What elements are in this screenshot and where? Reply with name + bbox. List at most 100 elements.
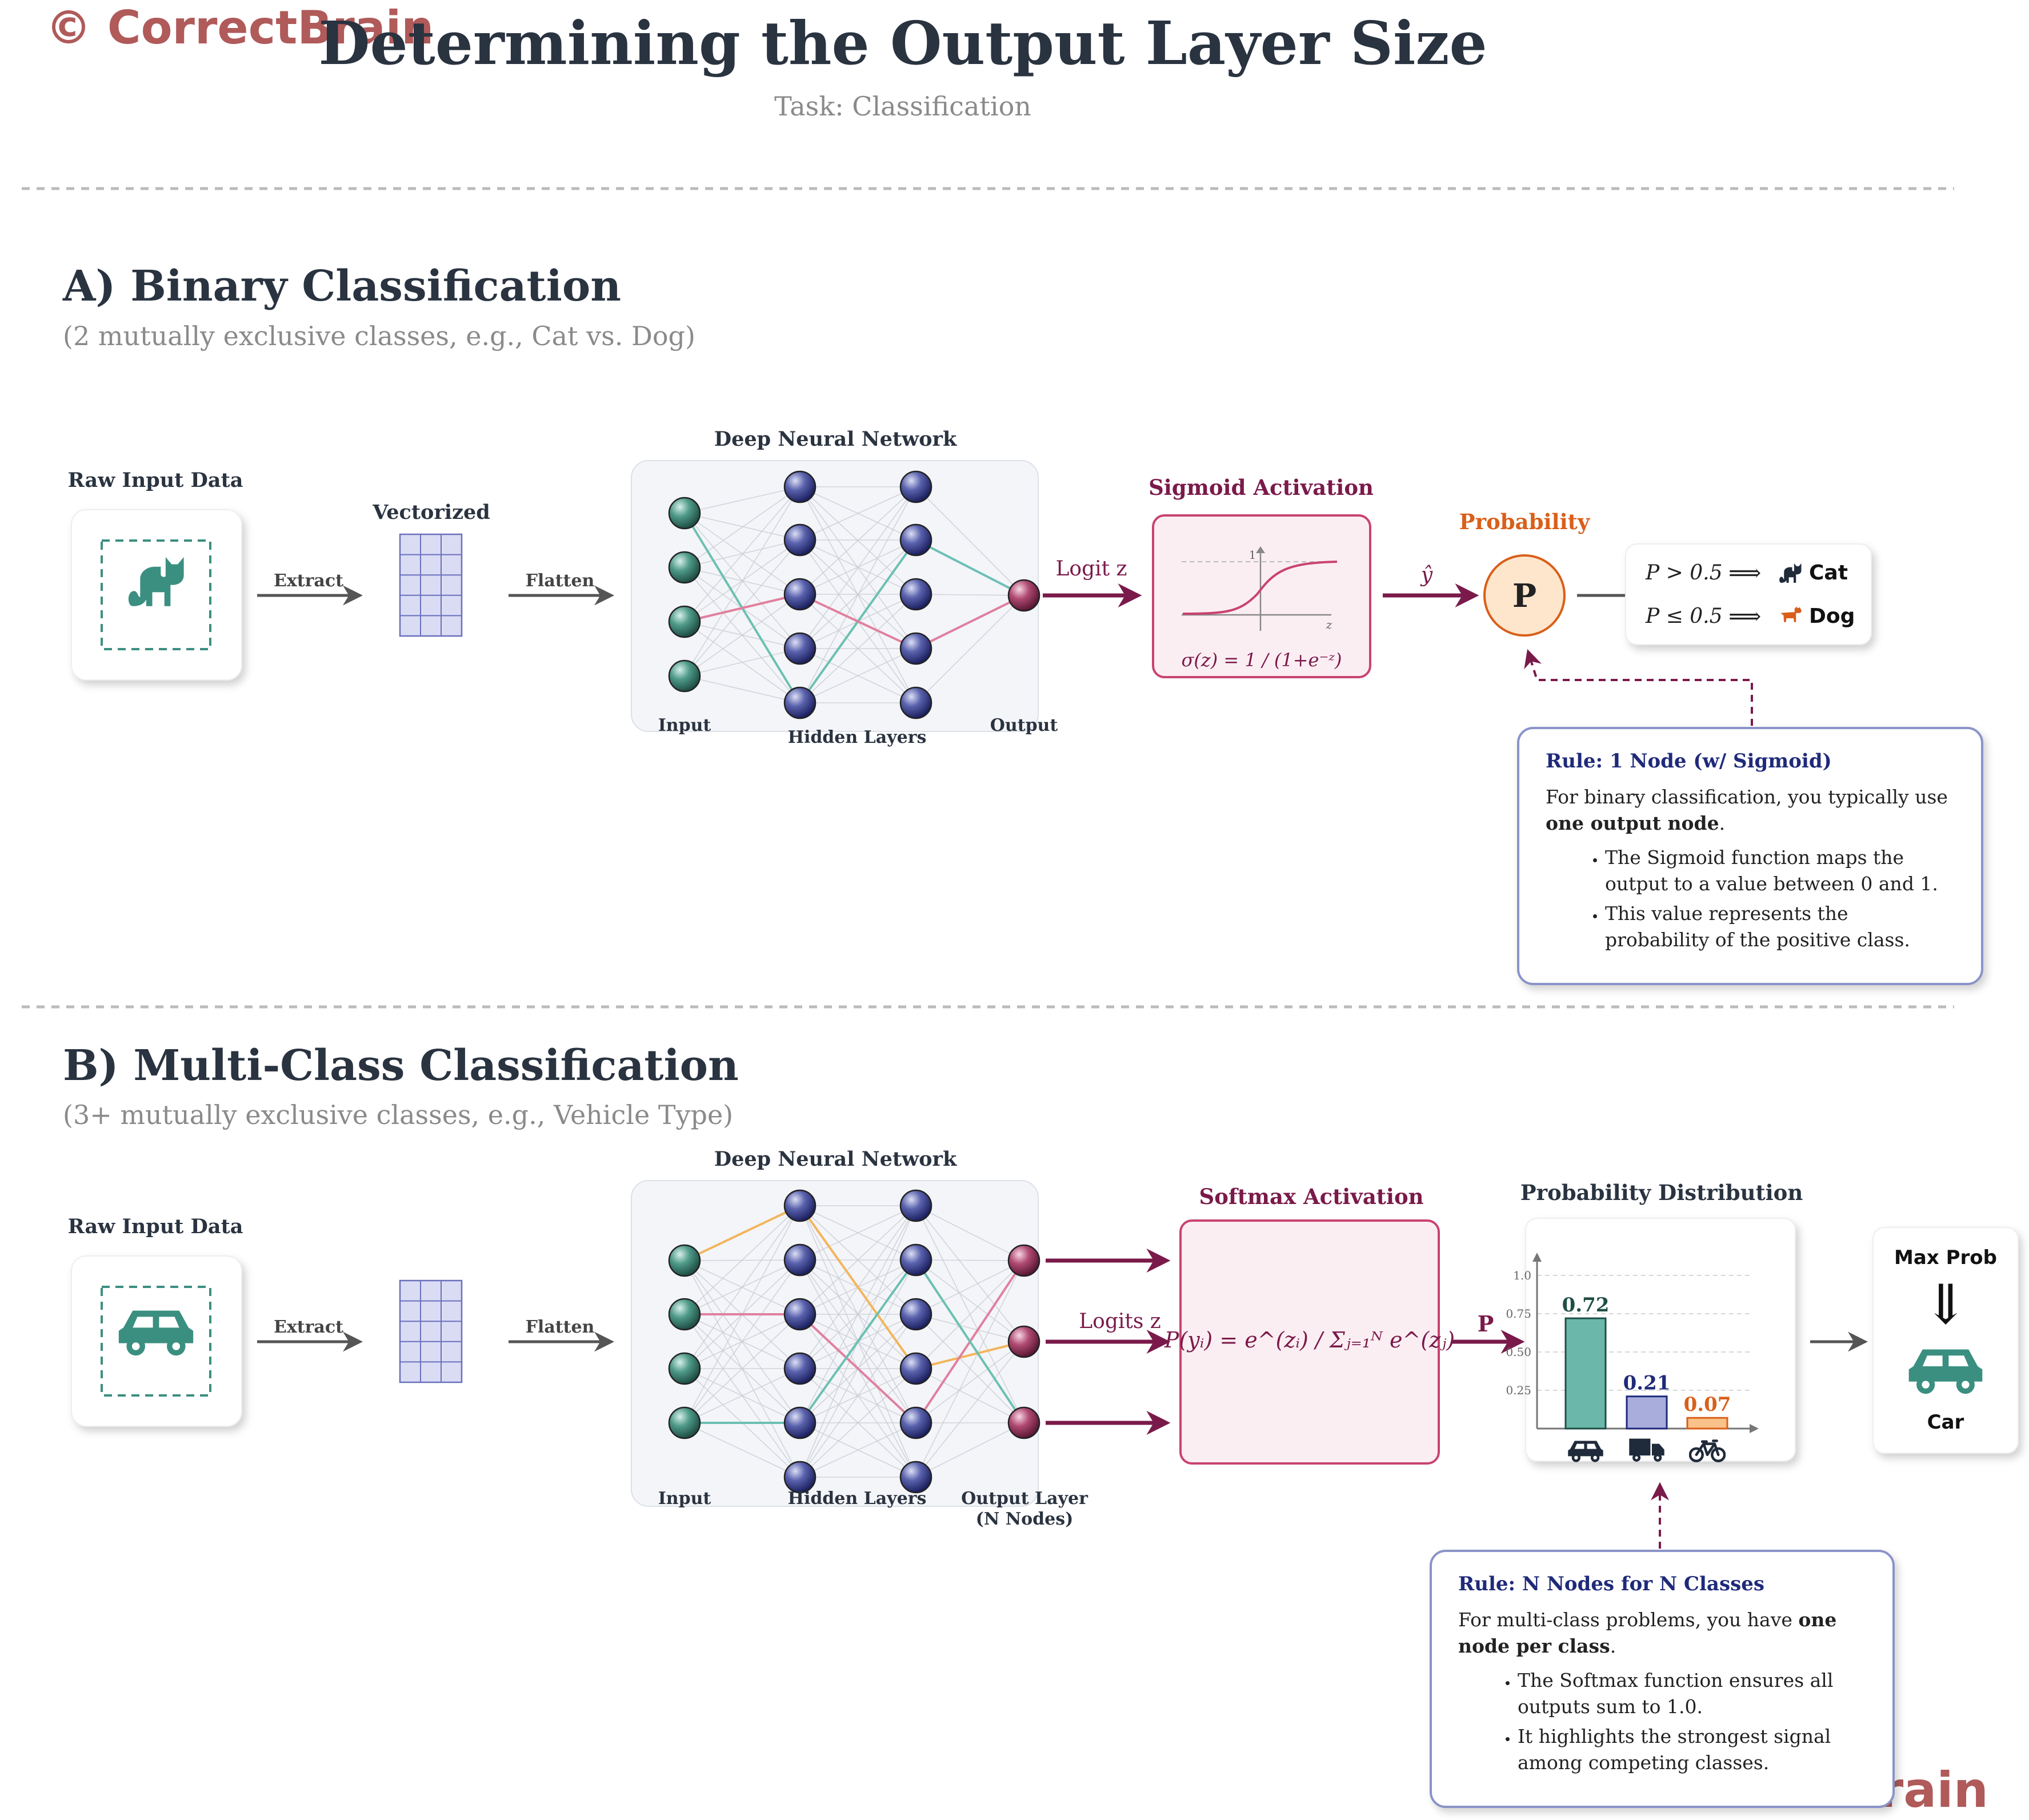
vector-grid-a — [399, 533, 463, 637]
raw-input-label-a: Raw Input Data — [68, 469, 243, 492]
section-b-subheading: (3+ mutually exclusive classes, e.g., Ve… — [63, 1099, 733, 1130]
network-edge — [915, 1368, 1024, 1423]
hidden-node — [899, 1352, 933, 1385]
network-edge — [799, 486, 917, 541]
page-subtitle: Task: Classification — [774, 91, 1031, 122]
network-highlight-edge — [915, 1259, 1025, 1424]
network-edge — [684, 513, 801, 541]
network-edge — [799, 1205, 917, 1423]
network-title-a: Deep Neural Network — [714, 427, 957, 451]
sigmoid-title: Sigmoid Activation — [1148, 475, 1374, 500]
network-edge — [799, 486, 917, 703]
hidden-node — [899, 1189, 933, 1222]
network-edge — [684, 486, 801, 568]
hidden-label-b: Hidden Layers — [788, 1489, 927, 1509]
network-highlight-edge — [799, 1259, 917, 1424]
network-edge — [915, 1259, 1024, 1342]
hidden-node — [783, 578, 817, 611]
network-edge — [684, 1205, 801, 1315]
network-edge — [915, 1205, 1024, 1342]
flatten-label-b: Flatten — [526, 1317, 595, 1337]
bar — [1686, 1417, 1728, 1430]
logits-label: Logits z — [1079, 1310, 1161, 1333]
hidden-node — [783, 632, 817, 665]
output-label-b-line1: Output Layer — [961, 1489, 1088, 1509]
sigmoid-plot — [1182, 546, 1338, 631]
watermark-top: © CorrectBrain — [46, 1, 434, 54]
sigmoid-box — [1152, 514, 1371, 678]
softmax-formula: P(yᵢ) = e^(zᵢ) / Σⱼ₌₁ᴺ e^(zⱼ) — [1164, 1327, 1455, 1353]
rule-text-a-bold: one output node — [1546, 812, 1719, 834]
network-edge — [684, 1259, 801, 1423]
output-node — [1007, 1244, 1040, 1277]
network-edge — [799, 648, 917, 703]
network-highlight-edge — [915, 1341, 1024, 1370]
decision-arrow-cat: ⟹ — [1728, 560, 1761, 586]
network-edge — [915, 1259, 1024, 1261]
rule-bullets-a: The Sigmoid function maps the output to … — [1546, 845, 1955, 953]
decision-label-dog: Dog — [1809, 605, 1855, 628]
network-edge — [684, 1368, 801, 1423]
hidden-node — [783, 1352, 817, 1385]
rule-a-connector — [1524, 649, 1753, 726]
y-axis-arrowhead — [1532, 1253, 1542, 1262]
y-tick-label: 1.0 — [1513, 1269, 1531, 1282]
decision-box — [1625, 543, 1872, 645]
vector-grid-b — [399, 1279, 463, 1383]
rule-bullet-a-2: This value represents the probability of… — [1605, 901, 1955, 953]
network-edge — [915, 1341, 1024, 1423]
network-edge — [684, 1205, 801, 1369]
network-edge — [799, 486, 917, 649]
output-label-a: Output — [990, 715, 1058, 735]
hidden-node — [783, 1406, 817, 1439]
hidden-node — [899, 1406, 933, 1439]
bar — [1626, 1395, 1668, 1430]
rule-text-b-bold: one node per class — [1458, 1609, 1837, 1657]
input-node — [668, 551, 701, 584]
bar-value-label: 0.21 — [1623, 1372, 1671, 1395]
network-edge — [915, 1260, 1024, 1315]
rule-box-b: Rule: N Nodes for N Classes For multi-cl… — [1430, 1550, 1895, 1808]
output-node — [1007, 579, 1040, 612]
network-edge — [684, 486, 801, 677]
hidden-node — [899, 578, 933, 611]
network-edge — [915, 1314, 1024, 1342]
input-node — [668, 1298, 701, 1331]
network-highlight-edge — [799, 593, 917, 650]
decision-label-cat: Cat — [1809, 561, 1848, 585]
input-label-b: Input — [658, 1489, 711, 1509]
network-edge — [915, 1260, 1024, 1478]
flatten-label-a: Flatten — [526, 571, 595, 591]
network-edge — [799, 1368, 917, 1478]
network-edge — [684, 675, 801, 703]
rule-bullet-b-1: The Softmax function ensures all outputs… — [1518, 1667, 1866, 1720]
distribution-title: Probability Distribution — [1520, 1180, 1803, 1205]
rule-bullets-b: The Softmax function ensures all outputs… — [1458, 1667, 1866, 1776]
rule-bullet-b-2: It highlights the strongest signal among… — [1518, 1723, 1866, 1776]
network-b — [668, 1189, 1040, 1494]
rule-text-a-post: . — [1719, 812, 1726, 834]
network-edge — [915, 486, 1024, 596]
rule-box-a: Rule: 1 Node (w/ Sigmoid) For binary cla… — [1517, 727, 1983, 985]
hidden-node — [899, 632, 933, 665]
network-edge — [799, 486, 917, 595]
input-node — [668, 1406, 701, 1439]
network-edge — [684, 1314, 801, 1423]
network-edge — [684, 648, 801, 677]
network-edge — [915, 1260, 1024, 1369]
network-highlight-edge — [684, 1205, 801, 1262]
yhat-label: ŷ — [1420, 563, 1433, 587]
hidden-node — [899, 1461, 933, 1494]
probability-node — [1483, 554, 1566, 637]
y-tick-label: 0.75 — [1506, 1307, 1531, 1321]
hidden-node — [783, 1461, 817, 1494]
network-edge — [915, 1205, 1024, 1261]
hidden-node — [899, 523, 933, 557]
section-a-subheading: (2 mutually exclusive classes, e.g., Cat… — [63, 321, 695, 351]
hidden-node — [783, 523, 817, 557]
network-highlight-edge — [799, 1313, 917, 1424]
hidden-node — [899, 1298, 933, 1331]
input-node — [668, 659, 701, 693]
extract-label-b: Extract — [274, 1317, 343, 1337]
rule-title-a: Rule: 1 Node (w/ Sigmoid) — [1546, 750, 1832, 773]
